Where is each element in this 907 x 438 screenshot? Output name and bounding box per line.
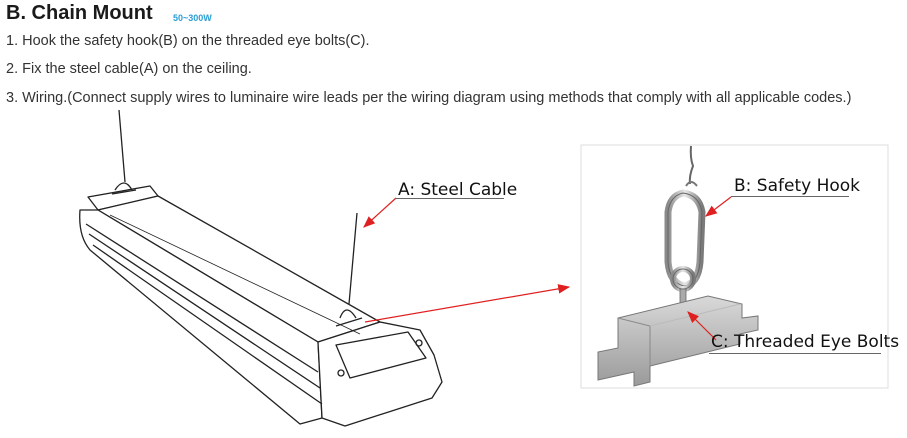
instruction-step-2: 2. Fix the steel cable(A) on the ceiling… (6, 61, 252, 77)
callout-underline-b (731, 196, 849, 197)
callout-threaded-eye-bolts: C: Threaded Eye Bolts (711, 332, 900, 352)
instruction-step-3: 3. Wiring.(Connect supply wires to lumin… (6, 90, 852, 106)
fixture-hanger-right (335, 212, 363, 327)
section-title: B. Chain Mount (6, 2, 153, 24)
linear-luminaire-fixture (79, 185, 443, 427)
steel-cable-pointer (363, 197, 397, 228)
fixture-hanger-left (111, 109, 137, 195)
eye-bolt-pointer (687, 311, 717, 341)
callout-underline-c (709, 353, 881, 354)
wattage-range: 50~300W (173, 13, 212, 23)
mounting-bracket (597, 295, 759, 387)
instruction-step-1: 1. Hook the safety hook(B) on the thread… (6, 33, 370, 49)
safety-hook-pointer (705, 196, 732, 217)
callout-underline-a (396, 198, 504, 199)
callout-safety-hook: B: Safety Hook (734, 176, 861, 196)
callout-steel-cable: A: Steel Cable (398, 180, 518, 200)
detail-inset (580, 144, 889, 389)
zoom-arrow (364, 284, 571, 323)
